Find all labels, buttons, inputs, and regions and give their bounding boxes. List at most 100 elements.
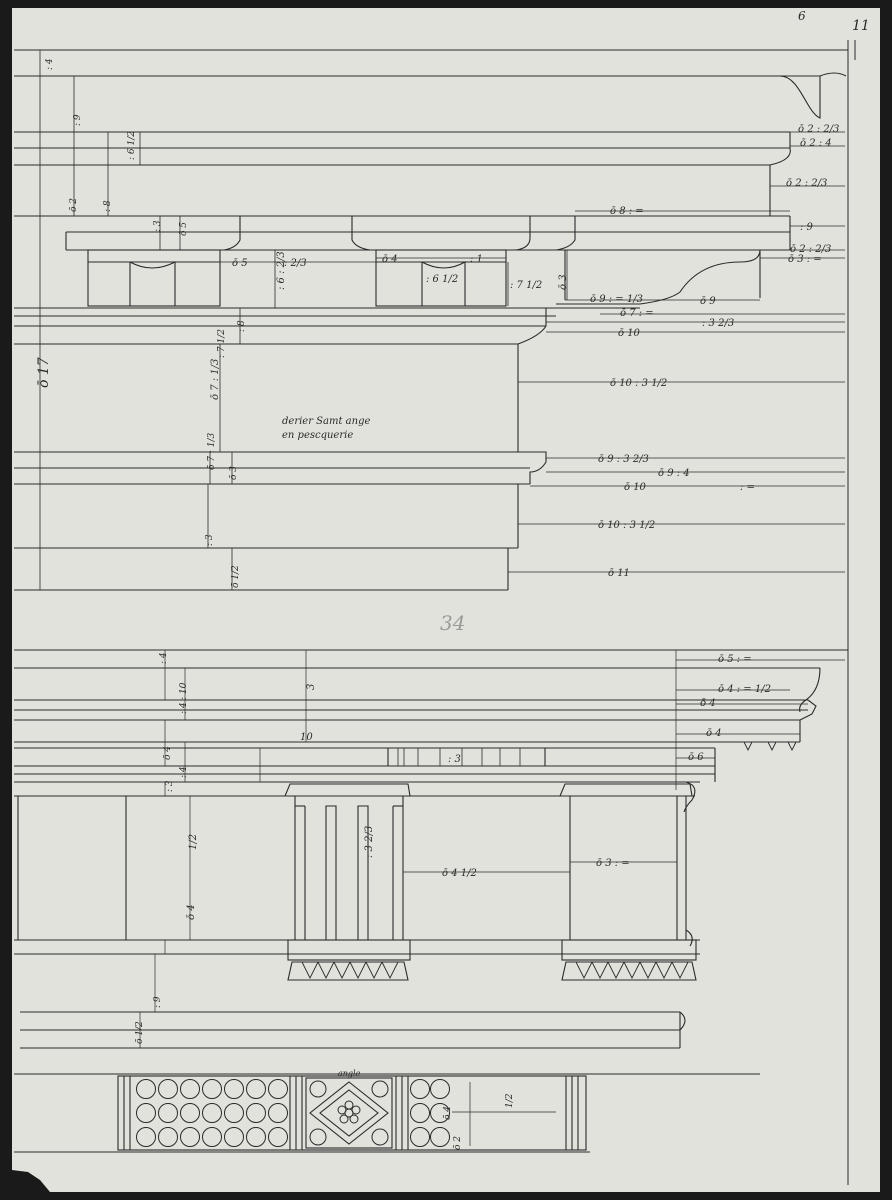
coffer-circle — [202, 1103, 222, 1123]
dimension-label: : 9 — [73, 114, 83, 126]
coffer-circle — [136, 1127, 156, 1147]
dimension-label: 10 — [300, 732, 313, 743]
caption-line-2: en pescquerie — [282, 430, 353, 441]
dimension-label: : 3 2/3 — [364, 826, 375, 858]
dimension-label: ō 8 : = — [610, 206, 644, 217]
coffer-circle — [246, 1127, 266, 1147]
dimension-label: ō 2 — [453, 1136, 463, 1150]
dimension-label: : 3 — [205, 534, 215, 546]
coffer-circle — [371, 1080, 389, 1098]
dimension-label: ō 4 — [706, 728, 722, 739]
dimension-label: : = — [740, 482, 755, 493]
lower-inner-dimension-labels: 10 3 : 3 ō 4 1/2 ō 3 : = : 3 2/3 ō 4 1/2 — [186, 684, 630, 920]
dimension-label: : 1 — [470, 254, 483, 265]
upper-total-height: ō 17 — [36, 357, 52, 388]
lower-entablature — [14, 649, 848, 1049]
coffer-circle — [136, 1103, 156, 1123]
dimension-label: 1/2 — [188, 834, 199, 850]
dimension-label: ō 4 — [186, 904, 197, 920]
paper — [12, 8, 880, 1192]
dimension-label: 3 — [306, 684, 317, 690]
corner-mark: 6 — [798, 9, 806, 23]
dimension-label: : 6 1/2 — [426, 274, 458, 285]
dimension-label: ō 3 : = — [596, 858, 630, 869]
coffer-circle — [410, 1079, 430, 1099]
page-number: 34 — [440, 611, 465, 635]
upper-entablature — [14, 49, 848, 591]
dimension-label: ō 3 — [229, 466, 239, 480]
coffer-circle — [136, 1079, 156, 1099]
upper-right-dimension-labels: ō 2 : 2/3ō 2 : 4ō 2 : 2/3ō 8 : =: 9ō 2 :… — [590, 124, 839, 579]
dimension-label: ō 4 — [700, 698, 716, 709]
dimension-label: ō 9 : 4 — [658, 468, 690, 479]
folio-number: 11 — [852, 18, 870, 34]
soffit-label: angle — [338, 1069, 361, 1078]
coffer-circle — [224, 1079, 244, 1099]
dimension-label: ō 1/2 — [231, 565, 241, 588]
right-margin-lines — [847, 40, 856, 1185]
dimension-label: ō 7 : = — [620, 308, 654, 319]
dimension-label: ō 10 : 3 1/2 — [610, 378, 667, 389]
dimension-label: ō 6 — [688, 752, 704, 763]
coffer-circle — [268, 1079, 288, 1099]
soffit-dimension-labels: ō 41/2ō 2 — [443, 1093, 515, 1150]
dimension-label: : 3 2/3 — [702, 318, 734, 329]
dimension-label: ō 4 : = 1/2 — [718, 684, 771, 695]
coffer-circle — [180, 1103, 200, 1123]
dimension-label: : 7 1/2 — [217, 329, 227, 358]
coffer-circle — [309, 1080, 327, 1098]
coffer-circle — [268, 1127, 288, 1147]
torn-corner — [12, 1170, 50, 1192]
dimension-label: : 4 — [179, 702, 189, 714]
dimension-label: ō 11 — [608, 568, 630, 579]
dimension-label: ō 5 : = — [718, 654, 752, 665]
coffer-circle — [430, 1127, 450, 1147]
dimension-label: ō 1/2 — [135, 1021, 145, 1044]
coffer-circle — [430, 1079, 450, 1099]
lower-right-dimension-labels: ō 5 : =ō 4 : = 1/2ō 4ō 4ō 6 — [688, 654, 771, 763]
coffer-circle — [158, 1127, 178, 1147]
coffer-circle — [268, 1103, 288, 1123]
coffer-circle — [202, 1079, 222, 1099]
dimension-label: ō 4 — [163, 746, 173, 760]
dimension-label: : 4 — [179, 766, 189, 778]
coffer-circle — [158, 1079, 178, 1099]
coffer-circle — [246, 1103, 266, 1123]
dimension-label: ō 9 — [700, 296, 716, 307]
dimension-label: : 2/3 — [284, 258, 307, 269]
coffer-circle — [180, 1079, 200, 1099]
dimension-label: : 4 — [159, 652, 169, 664]
dimension-label: ō 3 — [558, 274, 569, 290]
lower-left-dimension-labels: : 4: 10: 4ō 4: 4: 3: 9ō 1/2 — [135, 652, 189, 1044]
coffer-circle — [430, 1103, 450, 1123]
dimension-label: ō 3 : = — [788, 254, 822, 265]
dimension-label: ō 10 — [618, 328, 641, 339]
coffer-circle — [180, 1127, 200, 1147]
coffer-circle — [371, 1128, 389, 1146]
upper-inner-dimension-labels: ō 5 : 2/3 ō 4 : 1 : 6 1/2 : 7 1/2 ō 3 : 6 : 2/3… — [210, 251, 569, 400]
dimension-label: ō 2 : 4 — [800, 138, 832, 149]
dimension-label: ō 4 1/2 — [442, 868, 477, 879]
coffer-circle — [309, 1128, 327, 1146]
coffer-circle — [202, 1127, 222, 1147]
dimension-label: : 10 — [179, 682, 189, 700]
dimension-label: ō 7 : 1/3 — [210, 359, 221, 400]
dimension-label: : 9 — [153, 996, 163, 1008]
dimension-label: ō 5 — [179, 222, 189, 236]
dimension-label: ō 5 — [232, 258, 248, 269]
dimension-label: : 8 — [103, 200, 113, 212]
dimension-label: ō 10 : 3 1/2 — [598, 520, 655, 531]
dimension-label: ō 4 — [382, 254, 398, 265]
coffer-circle — [224, 1103, 244, 1123]
soffit-plan — [14, 1073, 760, 1153]
coffer-circle — [246, 1079, 266, 1099]
dimension-label: : 6 1/2 — [127, 131, 137, 160]
dimension-label: : 6 : 2/3 — [276, 251, 287, 290]
dimension-label: ō 2 : 2/3 — [786, 178, 827, 189]
coffer-circle — [410, 1103, 430, 1123]
dimension-label: ō 9 : = 1/3 — [590, 294, 643, 305]
dimension-label: ō 2 — [69, 198, 79, 212]
dimension-label: : 3 — [448, 754, 461, 765]
